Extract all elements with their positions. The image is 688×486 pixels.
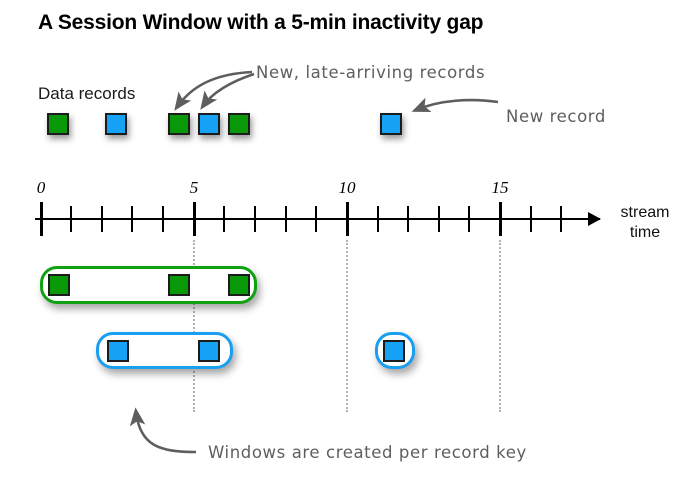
- windowed-record-green: [168, 274, 190, 296]
- axis-line: [35, 218, 600, 220]
- axis-tick-label-5: 5: [189, 178, 199, 197]
- windowed-record-green: [228, 274, 250, 296]
- data-record-green: [168, 113, 190, 135]
- arrow-to-session-window: [129, 407, 197, 454]
- windowed-record-blue: [107, 339, 129, 362]
- axis-caption-line-2: time: [629, 224, 661, 241]
- axis-tick-8: [285, 206, 287, 232]
- guide-line-2: [499, 240, 503, 412]
- axis-tick-10: [345, 202, 349, 236]
- axis-tick-label-0: 0: [36, 178, 46, 197]
- data-records-label: Data records: [38, 84, 136, 103]
- axis-tick-1: [70, 206, 72, 232]
- data-record-blue: [105, 113, 127, 135]
- axis-tick-15: [498, 202, 502, 236]
- data-record-blue: [380, 113, 402, 135]
- axis-tick-9: [315, 206, 317, 232]
- axis-tick-13: [438, 206, 440, 232]
- data-record-green: [47, 113, 69, 135]
- guide-line-1: [346, 240, 350, 412]
- axis-tick-3: [131, 206, 133, 232]
- annotation-windows-per-key: Windows are created per record key: [208, 443, 527, 462]
- axis-tick-12: [407, 206, 409, 232]
- session-window-green: [40, 266, 257, 304]
- data-record-blue: [198, 113, 220, 135]
- axis-tick-label-15: 15: [491, 178, 509, 197]
- axis-tick-5: [192, 202, 196, 236]
- axis-tick-label-10: 10: [338, 178, 356, 197]
- axis-tick-16: [530, 206, 532, 232]
- axis-tick-6: [223, 206, 225, 232]
- axis-tick-7: [254, 206, 256, 232]
- windowed-record-blue: [383, 339, 405, 362]
- axis-arrow-icon: [588, 212, 601, 226]
- page-title: A Session Window with a 5-min inactivity…: [38, 11, 484, 34]
- data-record-green: [228, 113, 250, 135]
- windowed-record-blue: [198, 339, 220, 362]
- axis-tick-17: [560, 206, 562, 232]
- windowed-record-green: [48, 274, 70, 296]
- axis-tick-11: [377, 206, 379, 232]
- arrow-to-new-record: [411, 97, 499, 113]
- axis-tick-0: [39, 202, 43, 236]
- guide-line-0: [193, 240, 197, 412]
- axis-caption: stream time: [608, 203, 682, 243]
- arrow-to-late-blue-record: [200, 72, 255, 110]
- arrow-to-late-green-record: [174, 70, 253, 111]
- axis-tick-4: [162, 206, 164, 232]
- axis-tick-2: [101, 206, 103, 232]
- axis-tick-14: [468, 206, 470, 232]
- axis-caption-line-1: stream: [620, 204, 670, 221]
- annotation-late-arriving-records: New, late-arriving records: [256, 63, 486, 82]
- annotation-new-record: New record: [506, 107, 606, 126]
